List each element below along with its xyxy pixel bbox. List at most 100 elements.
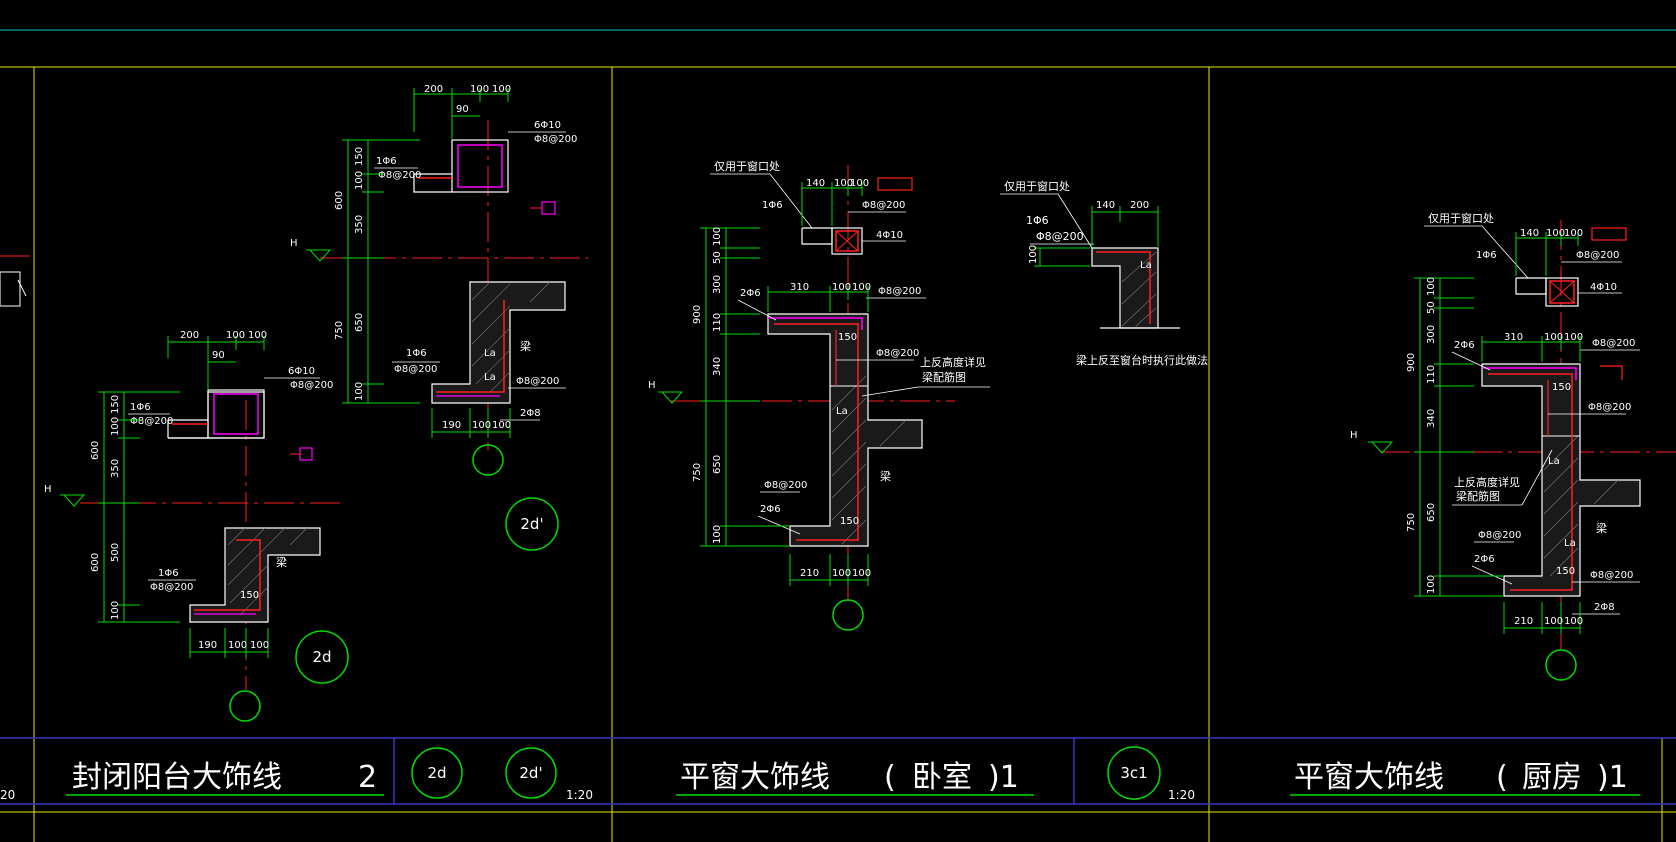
dim-top-ticks [1515, 232, 1579, 276]
label-phi8-top: Φ8@200 [290, 380, 333, 391]
dim-left-ticks [342, 139, 420, 404]
label-phi8-low: Φ8@200 [1478, 530, 1521, 541]
level-mark-text: H [290, 238, 298, 249]
sill-rebar [1096, 251, 1151, 324]
axis-bubble [832, 599, 864, 631]
beam-rebar [436, 300, 505, 393]
axis-bubble [229, 690, 261, 722]
title-cell2-text: 平窗大饰线 [680, 760, 830, 795]
dim-left-ticks [98, 391, 180, 623]
dim-left-150: 150 [354, 147, 365, 166]
title-block: 20 封闭阳台大饰线 2 2d 2d' 1:20 平窗大饰线 ( 卧室 )1 3… [0, 746, 1640, 802]
main-rebar-red [774, 323, 859, 541]
title-cell2-room: 卧室 [912, 760, 972, 795]
dim-mid-100b: 100 [852, 282, 871, 293]
title-cell3-room: 厨房 [1522, 760, 1582, 795]
label-phi8-a: Φ8@200 [378, 170, 421, 181]
note-side-2: 梁配筋图 [1456, 489, 1500, 503]
dim-left-900: 900 [692, 305, 703, 324]
dim-bottom-210: 210 [1514, 616, 1533, 627]
label-La: La [836, 406, 848, 417]
dim-top-100b: 100 [492, 84, 511, 95]
title-cell1-text: 封闭阳台大饰线 [72, 760, 282, 795]
label-La: La [1140, 260, 1152, 271]
detail-bedroom-window: H 150 La 150 梁 仅用于窗口处 1Φ6 Φ8@200 4Φ10 [648, 159, 990, 631]
dim-left-100b: 100 [712, 525, 723, 544]
dim-sub-90: 90 [212, 350, 225, 361]
title-cell3-paren-close: )1 [1597, 760, 1628, 795]
dim-left-ticks [700, 227, 790, 547]
note-side-leader [1521, 449, 1553, 506]
marker-red-mid [1600, 365, 1623, 380]
main-rebar-red [1488, 373, 1573, 591]
dim-left-350: 350 [110, 459, 121, 478]
dim-left-300: 300 [712, 275, 723, 294]
axis-bubble [1545, 649, 1577, 681]
main-section [1481, 363, 1641, 597]
label-6phi10: 6Φ10 [534, 120, 561, 131]
axis-bubble [472, 444, 504, 476]
label-1phi6-b: 1Φ6 [406, 348, 427, 359]
dim-bottom-ticks [1503, 602, 1581, 634]
level-mark-triangle [1368, 441, 1394, 454]
beam-section [189, 527, 321, 623]
title-cell1-bubble-b [505, 747, 557, 799]
dim-top-140: 140 [806, 178, 825, 189]
note-bottom: 梁上反至窗台时执行此做法 [1076, 353, 1208, 367]
label-1phi6-a: 1Φ6 [130, 402, 151, 413]
dim-bottom-100b: 100 [492, 420, 511, 431]
label-2phi6-b: 2Φ6 [1474, 554, 1495, 565]
top-box-rebar [457, 144, 503, 188]
level-mark-triangle [306, 249, 332, 262]
dim-top-100a: 100 [226, 330, 245, 341]
dim-left-340: 340 [712, 357, 723, 376]
top-ledge [801, 227, 833, 245]
dim-left-340: 340 [1426, 409, 1437, 428]
label-phi8-side: Φ8@200 [1588, 402, 1631, 413]
top-outline [168, 391, 265, 439]
label-La-1: La [1548, 456, 1560, 467]
dim-bottom-ticks [431, 408, 511, 438]
fragment-break [17, 279, 27, 297]
beam-rebar [194, 539, 261, 611]
dim-bottom-100b: 100 [852, 568, 871, 579]
beam-label: 梁 [1596, 521, 1607, 535]
dim-bottom-100a: 100 [832, 568, 851, 579]
label-6phi10: 6Φ10 [288, 366, 315, 377]
leader-2phi6-b [757, 515, 801, 535]
leader-2phi6-a [737, 299, 777, 321]
dim-bottom-190: 190 [442, 420, 461, 431]
dim-left-50: 50 [712, 251, 723, 264]
dim-top-100a: 100 [1546, 228, 1565, 239]
dim-top-100a: 100 [470, 84, 489, 95]
drawing-frame [0, 29, 1676, 842]
dim-top-100a: 100 [834, 178, 853, 189]
dim-150-b: 150 [840, 516, 859, 527]
note-top: 仅用于窗口处 [1004, 179, 1070, 193]
note-top-leader [1057, 193, 1093, 249]
label-2phi8: 2Φ8 [520, 408, 541, 419]
note-top: 仅用于窗口处 [1428, 211, 1494, 225]
dim-150-b: 150 [1556, 566, 1575, 577]
title-cell2-paren-open: ( [884, 760, 896, 795]
dim-bottom-190: 190 [198, 640, 217, 651]
note-top: 仅用于窗口处 [714, 159, 780, 173]
label-1phi6: 1Φ6 [762, 200, 783, 211]
label-phi8-a: Φ8@200 [130, 416, 173, 427]
detail-window-sill: 仅用于窗口处 La 1Φ6 Φ8@200 140 200 100 梁上反至窗台时… [1000, 179, 1208, 367]
dim-top-ticks [413, 88, 509, 140]
top-box [451, 139, 509, 193]
dim-bottom-100b: 100 [1564, 616, 1583, 627]
label-phi8-side: Φ8@200 [876, 348, 919, 359]
dim-top-100b: 100 [850, 178, 869, 189]
dim-bottom-ticks [189, 628, 269, 658]
label-1phi6: 1Φ6 [1476, 250, 1497, 261]
label-La-2: La [484, 372, 496, 383]
label-phi8-right: Φ8@200 [1590, 570, 1633, 581]
top-box-x2 [1549, 280, 1575, 304]
dim-left-600b: 600 [90, 553, 101, 572]
label-La-2: La [1564, 538, 1576, 549]
label-2phi6-a: 2Φ6 [740, 288, 761, 299]
detail-2d-prime: H La La 梁 200 100 100 90 6Φ10 Φ8@200 [290, 84, 588, 551]
